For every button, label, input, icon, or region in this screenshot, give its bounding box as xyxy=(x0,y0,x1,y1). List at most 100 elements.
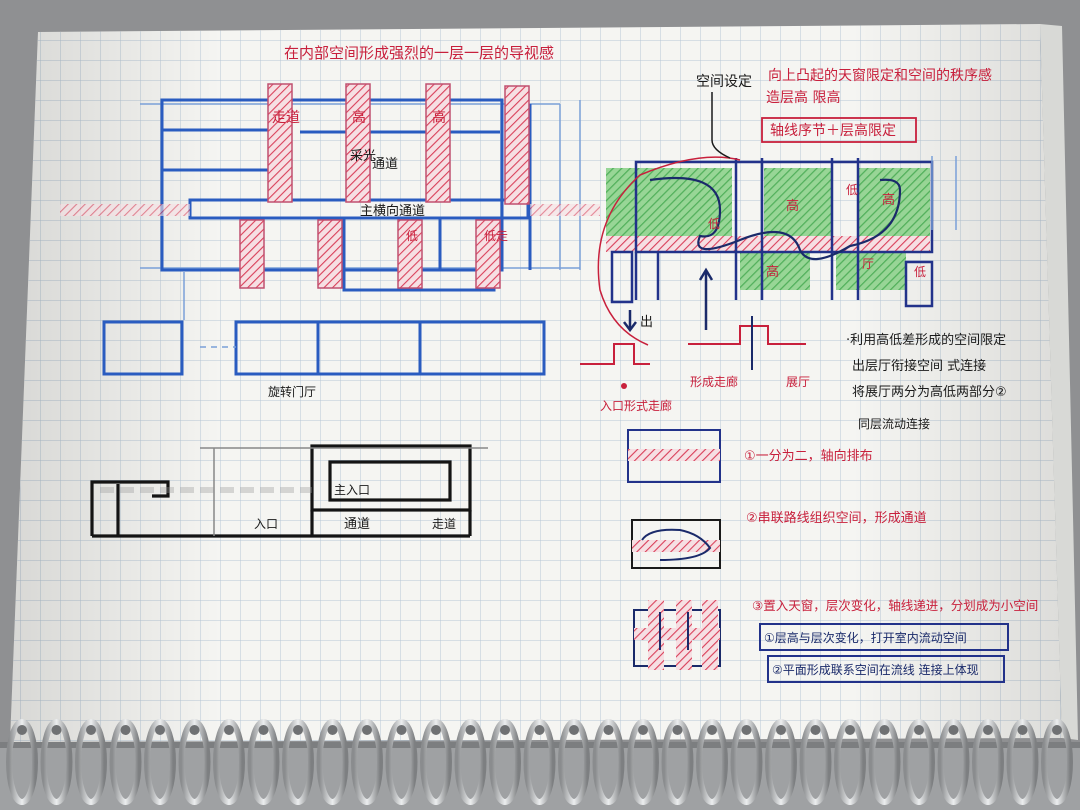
binding-hole xyxy=(224,725,234,735)
spiral-ring xyxy=(730,719,763,805)
diagram-high-1: 高 xyxy=(786,198,799,214)
section-sketch xyxy=(90,444,488,538)
binding-hole xyxy=(120,725,131,735)
spiral-ring xyxy=(385,719,418,805)
corridor-note: 走道 xyxy=(272,110,300,126)
binding-hole xyxy=(465,725,476,735)
plan-title-note: 在内部空间形成强烈的一层一层的导视感 xyxy=(284,44,554,62)
concept-note-2: 造层高 限高 xyxy=(766,89,840,106)
binding-hole xyxy=(741,725,752,735)
spiral-ring xyxy=(868,719,901,805)
step-note-3: ③置入天窗，层次变化，轴线递进，分划成为小空间 xyxy=(752,598,1038,613)
binding-hole xyxy=(189,725,200,735)
spiral-binding xyxy=(0,719,1080,810)
section-label-2: 入口 xyxy=(254,517,278,531)
binding-hole xyxy=(362,725,372,735)
spiral-ring xyxy=(1041,719,1073,805)
diagram-low-2: 低 xyxy=(846,183,858,197)
spiral-ring xyxy=(972,719,1004,805)
binding-hole xyxy=(17,725,27,735)
spiral-ring xyxy=(903,719,935,805)
low-note-1: 低 xyxy=(406,229,418,243)
form-corridor-note: 形成走廊 xyxy=(690,374,738,389)
bullet-note-1: ·利用高低差形成的空间限定 xyxy=(846,332,1006,348)
rotate-door-note: 旋转门厅 xyxy=(268,384,316,399)
spiral-ring xyxy=(6,719,38,805)
binding-hole xyxy=(51,725,62,735)
spiral-ring xyxy=(40,719,73,805)
binding-hole xyxy=(948,725,959,735)
passage-note: 通道 xyxy=(372,157,398,172)
hall-note: 展厅 xyxy=(786,375,810,389)
spiral-ring xyxy=(75,719,107,805)
spiral-ring xyxy=(454,719,487,805)
plan-hatch-strips xyxy=(60,83,600,289)
spiral-ring xyxy=(351,719,383,805)
binding-hole xyxy=(707,725,717,735)
diagram-hall: 厅 xyxy=(862,257,874,271)
diagram-high-2: 高 xyxy=(882,192,895,208)
spiral-ring xyxy=(1006,719,1039,805)
spiral-ring xyxy=(937,719,970,805)
spiral-ring xyxy=(282,719,314,805)
step-note-2: ②串联路线组织空间，形成通道 xyxy=(746,510,927,526)
spiral-ring xyxy=(765,719,797,805)
section-label-1: 主入口 xyxy=(334,483,370,497)
spiral-ring xyxy=(627,719,659,805)
binding-hole xyxy=(983,725,993,735)
binding-hole xyxy=(86,725,96,735)
binding-hole xyxy=(776,725,786,735)
spiral-ring xyxy=(834,719,866,805)
binding-hole xyxy=(672,725,683,735)
binding-hole xyxy=(1017,725,1028,735)
high-note-1: 高 xyxy=(352,109,366,126)
lower-rooms-sketch xyxy=(102,272,546,376)
binding-hole xyxy=(1052,725,1062,735)
spiral-ring xyxy=(489,719,521,805)
axis-box-note: 轴线序节＋层高限定 xyxy=(770,122,896,139)
axis-box xyxy=(761,117,917,143)
binding-hole xyxy=(879,725,890,735)
step-diagrams xyxy=(627,429,1009,683)
spiral-ring xyxy=(316,719,349,805)
space-diagram xyxy=(597,92,957,346)
spiral-ring xyxy=(213,719,245,805)
section-label-3: 通道 xyxy=(344,517,370,532)
entrance-diagram xyxy=(580,316,806,389)
binding-hole xyxy=(569,725,579,735)
binding-hole xyxy=(500,725,510,735)
step-note-1: ①一分为二，轴向排布 xyxy=(744,448,873,464)
binding-hole xyxy=(396,725,407,735)
box-note-1: ①层高与层次变化，打开室内流动空间 xyxy=(764,630,967,645)
binding-hole xyxy=(914,725,924,735)
spiral-ring xyxy=(178,719,211,805)
high-note-2: 高 xyxy=(432,109,446,126)
spiral-ring xyxy=(523,719,556,805)
binding-hole xyxy=(534,725,545,735)
binding-hole xyxy=(327,725,338,735)
bullet-note-2: 出层厅衔接空间 式连接 xyxy=(852,358,986,374)
bullet-note-3: 将展厅两分为高低两部分② xyxy=(852,384,1007,400)
section-label-4: 走道 xyxy=(432,517,456,531)
diagram-high-3: 高 xyxy=(766,264,779,280)
spiral-ring xyxy=(799,719,832,805)
box-note-2: ②平面形成联系空间在流线 连接上体现 xyxy=(772,662,979,677)
main-axis-note: 主横向通道 xyxy=(360,203,425,219)
binding-hole xyxy=(431,725,441,735)
bullet-note-4: 同层流动连接 xyxy=(858,416,930,431)
spiral-ring xyxy=(144,719,176,805)
spiral-ring xyxy=(247,719,280,805)
spiral-ring xyxy=(661,719,694,805)
spiral-ring xyxy=(420,719,452,805)
binding-hole xyxy=(603,725,614,735)
spiral-ring xyxy=(558,719,590,805)
binding-hole xyxy=(155,725,165,735)
exit-note: 出 xyxy=(640,315,653,330)
low-note-2: 低走 xyxy=(484,229,508,243)
spiral-ring xyxy=(592,719,625,805)
spiral-ring xyxy=(109,719,142,805)
binding-hole xyxy=(638,725,648,735)
diagram-low-3: 低 xyxy=(914,265,926,279)
light-note: 采光 xyxy=(350,149,376,164)
